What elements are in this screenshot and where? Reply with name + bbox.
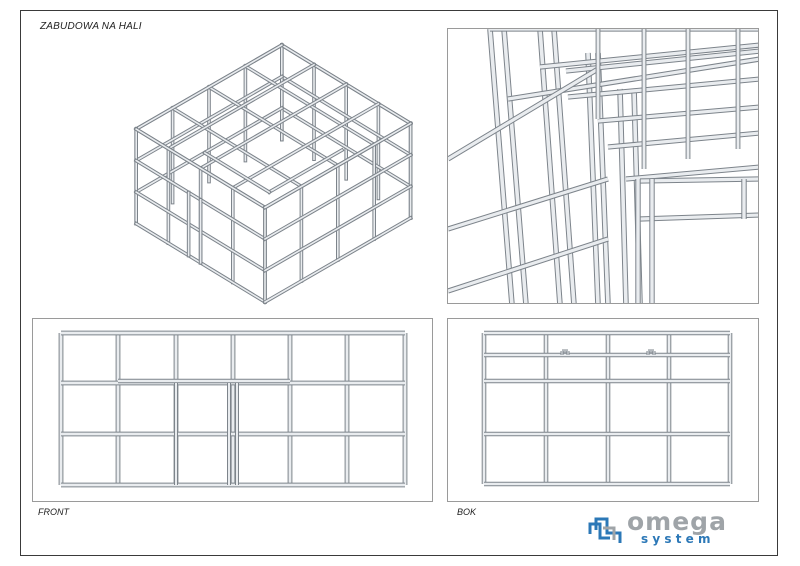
roof-beam-face: [167, 63, 316, 150]
detail-beam-face: [625, 165, 758, 181]
detail-rail-face: [448, 237, 609, 293]
left-rail-face: [135, 107, 283, 194]
logo-subword: system: [641, 532, 715, 546]
front-elevation-drawing: [58, 330, 408, 488]
roof-beam-face: [199, 83, 348, 170]
detail-beam-face: [539, 43, 758, 69]
detail-rail-face: [448, 177, 609, 231]
detail-post-face: [618, 88, 628, 303]
detail-beam-face: [507, 57, 758, 101]
side-view-label: BOK: [457, 507, 477, 517]
back-rail-face: [280, 107, 412, 188]
side-view-panel: [447, 318, 759, 502]
side-rail-face: [263, 122, 412, 209]
detail-rail-face: [639, 177, 758, 183]
side-elevation-drawing: [481, 330, 733, 487]
detail-post-face: [502, 29, 528, 303]
detail-beam-face: [448, 67, 599, 161]
logo-mark-icon: [588, 517, 622, 543]
sheet-title: ZABUDOWA NA HALI: [40, 21, 142, 32]
inner-beam-face: [203, 151, 271, 194]
inner-beam-face: [268, 149, 344, 194]
detail-rail-face: [639, 213, 758, 221]
detail-view-panel: [447, 28, 759, 304]
side-rail-face: [263, 153, 412, 241]
left-rail-face: [135, 75, 283, 162]
front-view-label: FRONT: [38, 507, 69, 517]
side-sill-face: [263, 216, 412, 304]
detail-perspective-view: [448, 29, 758, 303]
detail-post-face: [488, 29, 514, 303]
detail-beam-face: [607, 131, 758, 149]
detail-beam-face: [597, 105, 758, 123]
detail-post-face: [552, 29, 576, 303]
front-rail-face: [135, 128, 267, 209]
detail-post-face: [538, 29, 562, 303]
omega-system-logo: omega system: [585, 507, 755, 548]
logo-wordmark: omega: [627, 507, 727, 536]
front-view-panel: [32, 318, 433, 502]
side-rail-face: [263, 185, 412, 272]
roof-beam-face: [231, 102, 380, 189]
back-rail-face: [280, 75, 412, 157]
roof-beam-face: [135, 44, 283, 131]
